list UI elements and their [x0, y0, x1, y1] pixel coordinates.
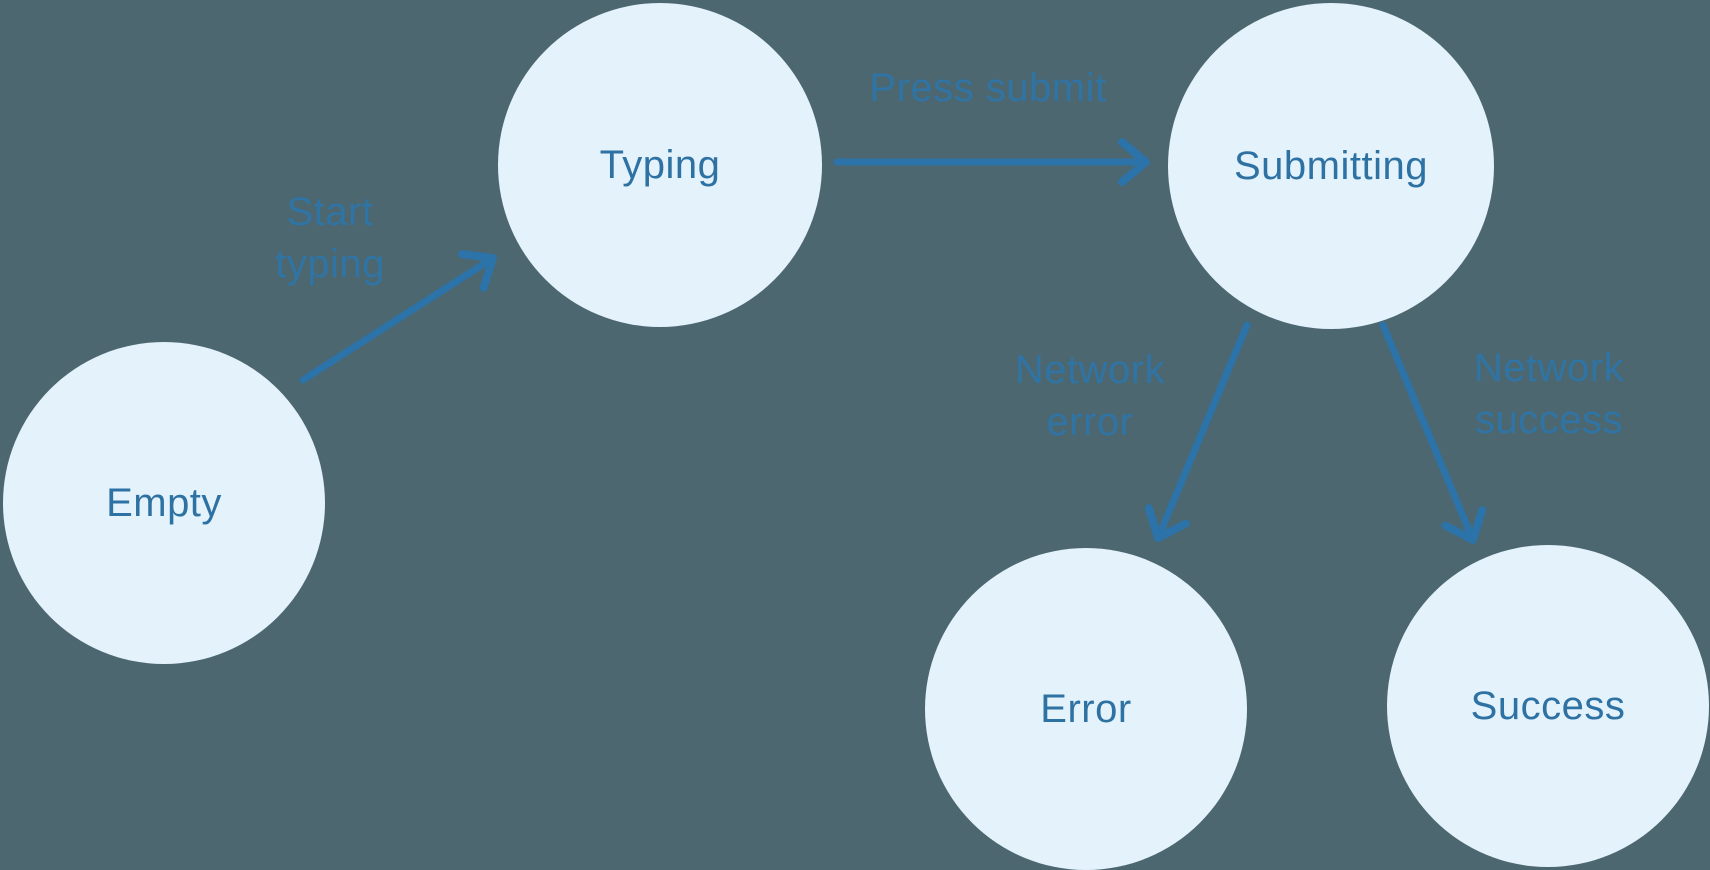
state-node-empty: Empty	[3, 342, 325, 664]
edge-label-press-submit: Press submit	[869, 66, 1107, 110]
state-node-error-label: Error	[1040, 686, 1132, 731]
state-node-submitting-label: Submitting	[1234, 143, 1428, 188]
state-node-typing-label: Typing	[599, 142, 721, 187]
state-node-typing: Typing	[498, 3, 822, 327]
state-node-error: Error	[925, 548, 1247, 870]
state-node-submitting: Submitting	[1168, 3, 1494, 329]
state-node-success-label: Success	[1470, 683, 1626, 728]
state-node-success: Success	[1387, 545, 1709, 867]
edge-label-network-success: Network success	[1473, 346, 1625, 442]
state-node-empty-label: Empty	[106, 480, 222, 525]
edge-label-start-typing: Start typing	[275, 190, 385, 286]
edge-label-network-error: Network error	[1014, 348, 1166, 444]
